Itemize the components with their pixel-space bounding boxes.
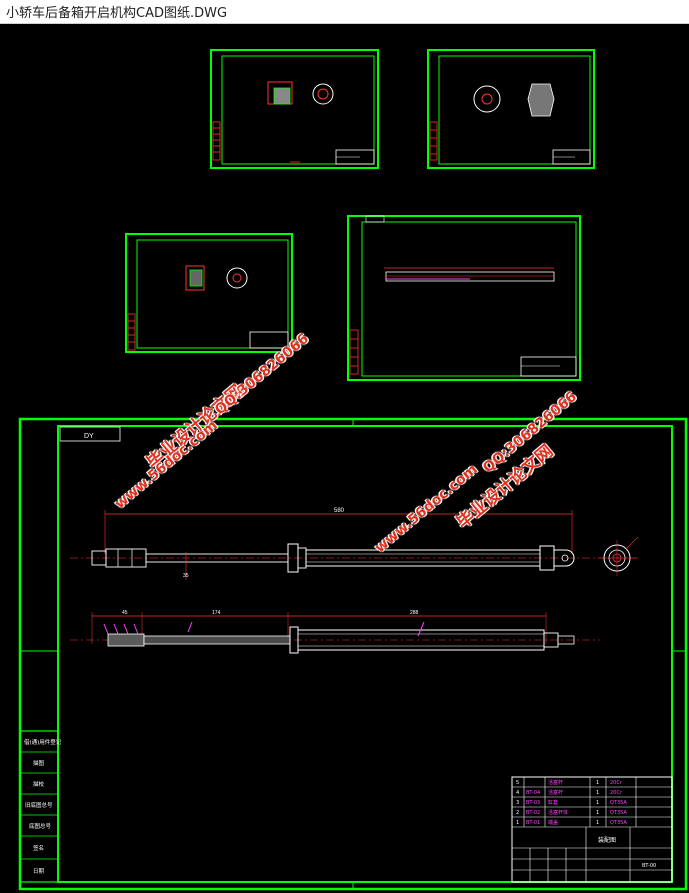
- stamp-label-4: 底图总号: [29, 822, 52, 830]
- cad-drawing-canvas[interactable]: DY 580: [0, 24, 689, 893]
- dim-seg2: 174: [212, 610, 221, 616]
- gas-spring-section: 45 174 288: [70, 610, 600, 654]
- stamp-label-0: 借(通)用件登记: [24, 738, 62, 746]
- stamp-label-5: 签名: [33, 844, 44, 852]
- parts-list-cell: 1: [596, 800, 599, 806]
- parts-list-cell: QT35A: [610, 820, 627, 826]
- thumbnail-sheet-2[interactable]: [427, 49, 595, 169]
- parts-list-cell: 1: [596, 820, 599, 826]
- parts-list-cell: 2: [516, 810, 519, 816]
- parts-list-cell: 1: [596, 790, 599, 796]
- parts-list-cell: 活塞杆体: [548, 809, 568, 816]
- left-stamp-column: 借(通)用件登记 描图 描校 旧底图总号 底图总号 签名 日期: [19, 730, 62, 883]
- sheet-label: DY: [84, 433, 94, 440]
- thumbnail-sheet-3[interactable]: [125, 233, 293, 353]
- parts-list-cell: 端盖: [548, 819, 558, 826]
- stamp-label-2: 描校: [33, 780, 45, 788]
- parts-list-cell: 活塞杆: [548, 789, 563, 796]
- parts-list-cell: BT-01: [526, 820, 540, 826]
- stamp-label-6: 日期: [33, 868, 45, 875]
- parts-list-cell: QT35A: [610, 800, 627, 806]
- parts-list-cell: 20Cr: [610, 780, 623, 786]
- stamp-label-1: 描图: [33, 759, 45, 767]
- parts-list-cell: BT-03: [526, 800, 540, 806]
- parts-list-cell: QT35A: [610, 810, 627, 816]
- end-view: [598, 536, 639, 576]
- parts-list-cell: 缸套: [548, 799, 558, 806]
- parts-list-cell: 1: [596, 810, 599, 816]
- parts-list-cell: 4: [516, 790, 519, 796]
- title-block-code: BT-00: [642, 863, 656, 869]
- title-block-name: 装配图: [598, 836, 616, 844]
- parts-list-cell: 活塞杆: [548, 779, 563, 786]
- parts-list-cell: 5: [516, 780, 519, 786]
- dim-seg1: 45: [122, 610, 128, 616]
- window-title-bar: 小轿车后备箱开启机构CAD图纸.DWG: [0, 0, 689, 24]
- parts-list-cell: 3: [516, 800, 519, 806]
- parts-list-cell: BT-04: [526, 790, 540, 796]
- thumbnail-sheet-1[interactable]: [210, 49, 379, 169]
- parts-list-cell: 1: [516, 820, 519, 826]
- gas-spring-elevation: 580 35: [70, 508, 640, 580]
- stamp-label-3: 旧底图总号: [25, 801, 53, 809]
- dim-overall: 580: [334, 508, 345, 514]
- main-assembly-sheet[interactable]: DY 580: [18, 417, 688, 891]
- parts-list-cell: 1: [596, 780, 599, 786]
- dim-seg3: 288: [410, 610, 419, 616]
- dim-short: 35: [183, 573, 189, 579]
- parts-list-cell: 20Cr: [610, 790, 623, 796]
- window-title: 小轿车后备箱开启机构CAD图纸.DWG: [6, 6, 228, 21]
- thumbnail-sheet-4[interactable]: [347, 215, 581, 381]
- parts-list-cell: BT-02: [526, 810, 540, 816]
- cad-drawing: DY 580: [18, 49, 688, 891]
